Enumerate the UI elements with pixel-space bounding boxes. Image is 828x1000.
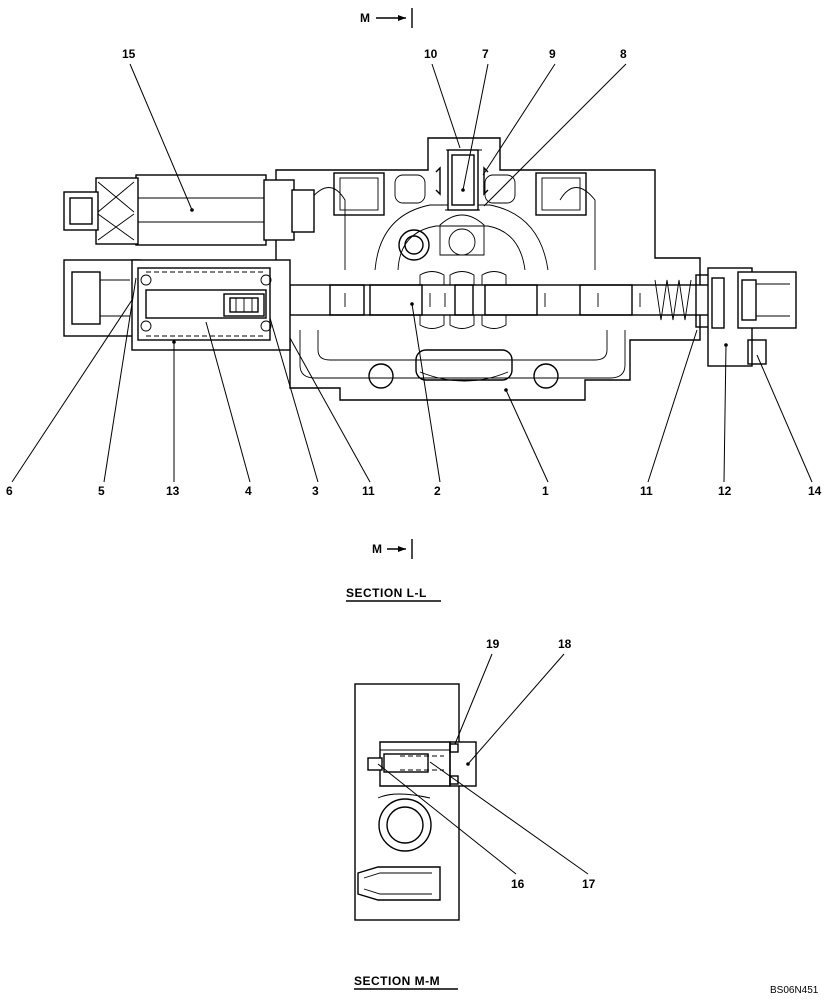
- section-m-m-caption: SECTION M-M: [354, 974, 440, 988]
- callout-label-11-left: 11: [362, 484, 375, 498]
- callout-label-17: 17: [582, 877, 596, 891]
- section-marker-middle-letter: M: [372, 542, 382, 556]
- callout-label-13: 13: [166, 484, 180, 498]
- callout-label-8: 8: [620, 47, 627, 61]
- callout-label-18: 18: [558, 637, 572, 651]
- callout-label-2: 2: [434, 484, 441, 498]
- section-marker-middle: M: [372, 539, 413, 559]
- section-l-l-caption: SECTION L-L: [346, 586, 427, 600]
- leader-lines-lower: [377, 653, 589, 875]
- callout-label-16: 16: [511, 877, 525, 891]
- callout-label-12: 12: [718, 484, 732, 498]
- callout-label-15: 15: [122, 47, 136, 61]
- callout-label-9: 9: [549, 47, 556, 61]
- section-m-m-view: 19 18 16 17: [354, 637, 596, 921]
- callout-label-19: 19: [486, 637, 500, 651]
- drawing-code: BS06N451: [770, 985, 819, 996]
- leader-lines-upper: [11, 63, 813, 483]
- callout-label-6: 6: [6, 484, 13, 498]
- section-marker-top: M: [360, 8, 413, 28]
- section-marker-top-letter: M: [360, 11, 370, 25]
- callout-label-10: 10: [424, 47, 438, 61]
- callout-label-1: 1: [542, 484, 549, 498]
- callout-label-3: 3: [312, 484, 319, 498]
- callout-label-4: 4: [245, 484, 252, 498]
- callout-label-14: 14: [808, 484, 822, 498]
- callout-label-5: 5: [98, 484, 105, 498]
- section-l-l-view: 15 10 7 9 8 6 5 13 4 3 11 2 1 11 12 14: [6, 47, 822, 498]
- leader-dots-upper: [172, 188, 728, 392]
- callout-label-7: 7: [482, 47, 489, 61]
- callout-label-11-right: 11: [640, 484, 653, 498]
